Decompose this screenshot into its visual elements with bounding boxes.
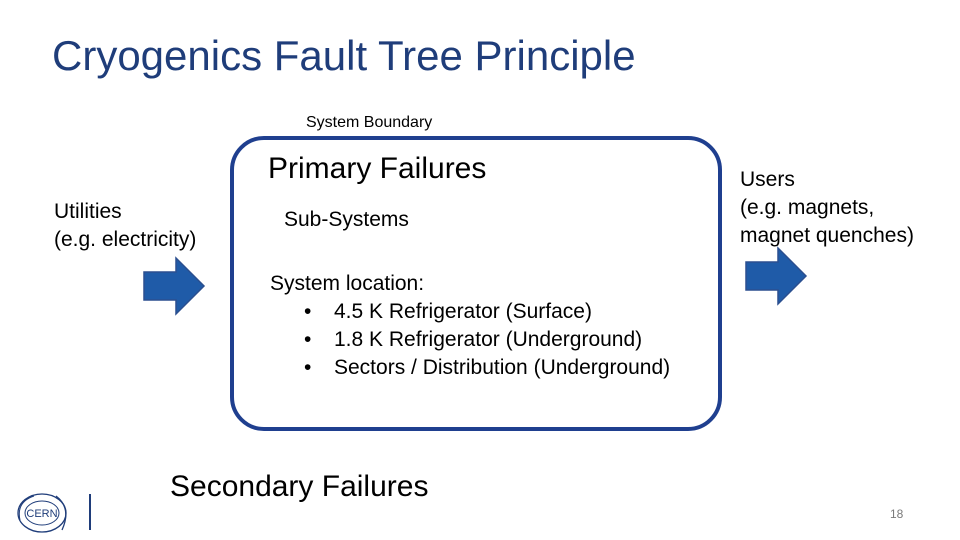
utilities-line-1: Utilities: [54, 200, 122, 223]
secondary-failures-label: Secondary Failures: [170, 470, 429, 503]
bullet-icon: •: [304, 300, 312, 323]
users-arrow-icon: [745, 246, 808, 306]
users-line-3: magnet quenches): [740, 224, 914, 247]
bullet-icon: •: [304, 356, 312, 379]
system-location-block: System location: • 4.5 K Refrigerator (Su…: [270, 270, 670, 382]
utilities-arrow-icon: [143, 256, 206, 316]
system-location-heading: System location:: [270, 272, 425, 295]
users-label: Users (e.g. magnets, magnet quenches): [740, 166, 955, 250]
utilities-line-2: (e.g. electricity): [54, 228, 197, 251]
system-boundary-box: [230, 136, 722, 431]
list-item: • 1.8 K Refrigerator (Underground): [304, 326, 670, 354]
list-item-text: Sectors / Distribution (Underground): [334, 356, 671, 379]
list-item-text: 4.5 K Refrigerator (Surface): [334, 300, 592, 323]
utilities-label: Utilities (e.g. electricity): [54, 198, 234, 254]
page-number: 18: [890, 507, 904, 521]
cern-logo-text: CERN: [26, 508, 57, 520]
system-boundary-label: System Boundary: [306, 114, 433, 131]
list-item: • Sectors / Distribution (Underground): [304, 354, 670, 382]
logo-divider: [89, 494, 91, 530]
primary-failures-label: Primary Failures: [268, 152, 487, 185]
list-item-text: 1.8 K Refrigerator (Underground): [334, 328, 643, 351]
list-item: • 4.5 K Refrigerator (Surface): [304, 298, 670, 326]
users-line-2: (e.g. magnets,: [740, 196, 875, 219]
users-line-1: Users: [740, 168, 795, 191]
cern-logo-icon: CERN: [17, 493, 67, 533]
bullet-icon: •: [304, 328, 312, 351]
sub-systems-label: Sub-Systems: [284, 208, 409, 231]
system-location-list: • 4.5 K Refrigerator (Surface) • 1.8 K Ref…: [270, 298, 670, 382]
slide-title: Cryogenics Fault Tree Principle: [52, 32, 636, 79]
